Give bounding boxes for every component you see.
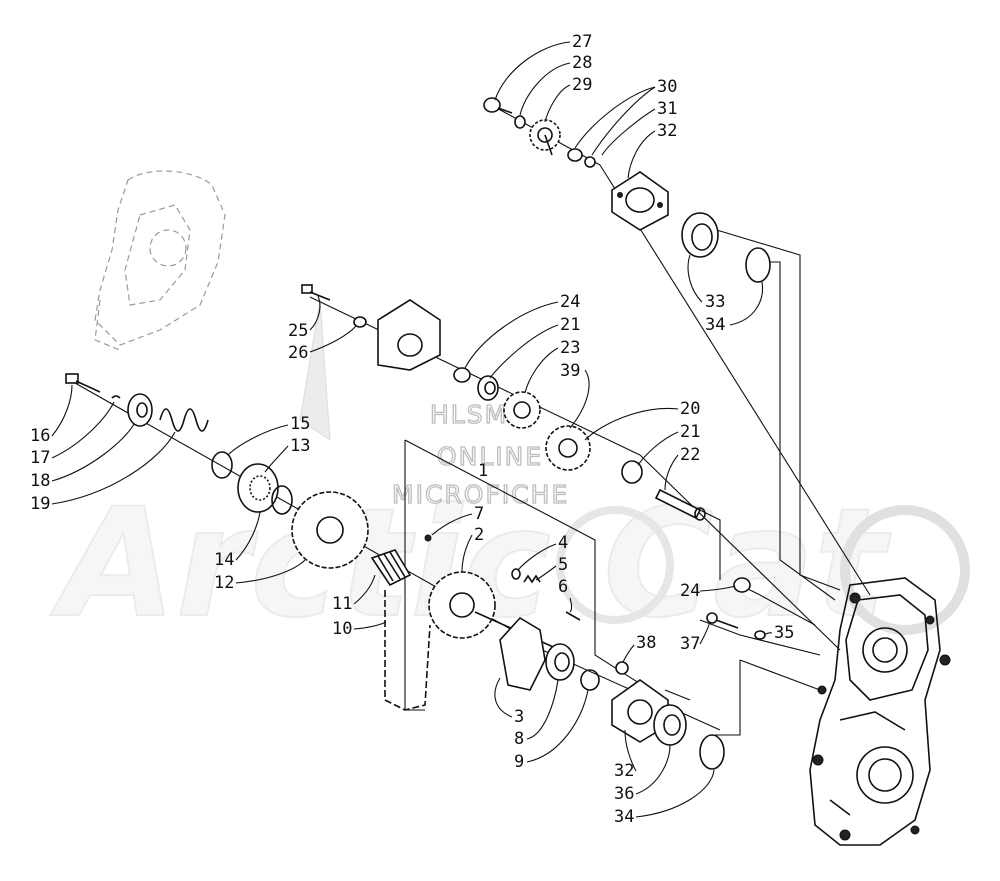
part-32-bearing-flange (611, 171, 669, 231)
callout-33: 33 (705, 292, 725, 312)
part-16-bolt (65, 373, 101, 393)
part-21-bushing-2 (621, 460, 643, 484)
callout-26: 26 (288, 343, 308, 363)
callout-24: 24 (560, 292, 580, 312)
part-24-washer (453, 367, 471, 383)
part-6-bolt (565, 611, 581, 621)
callout-12: 12 (214, 573, 234, 593)
part-23-sprocket (503, 391, 541, 429)
part-17-washer (111, 395, 121, 399)
ghost-chaincase-housing (94, 170, 226, 351)
part-10-chain (384, 590, 431, 711)
callout-20: 20 (680, 399, 700, 419)
callout-19: 19 (30, 494, 50, 514)
part-8-bearing (545, 643, 575, 681)
callout-9: 9 (514, 752, 524, 772)
gearcase-housing (809, 577, 951, 846)
callout-21: 21 (560, 315, 580, 335)
part-22-shaft (654, 488, 706, 521)
callout-8: 8 (514, 729, 524, 749)
callout-2: 2 (474, 525, 484, 545)
callout-17: 17 (30, 448, 50, 468)
part-25-bolt (301, 284, 331, 301)
callout-11: 11 (332, 594, 352, 614)
callout-39: 39 (560, 361, 580, 381)
callout-10: 10 (332, 619, 352, 639)
watermark-wheel (556, 506, 674, 624)
part-30-washer (567, 148, 583, 162)
part-12-sprocket (291, 491, 369, 569)
callout-6: 6 (558, 577, 568, 597)
callout-3: 3 (514, 707, 524, 727)
callout-23: 23 (560, 338, 580, 358)
callout-16: 16 (30, 426, 50, 446)
part-19-spring (159, 408, 209, 432)
watermark: Arctic Cat HLSMS ONLINE MICROFICHE (49, 299, 970, 652)
part-31-washer (584, 156, 596, 168)
callout-14: 14 (214, 550, 234, 570)
callout-29: 29 (572, 75, 592, 95)
part-28-washer (514, 115, 526, 129)
callout-7: 7 (474, 504, 484, 524)
callout-5: 5 (558, 555, 568, 575)
part-38-nut (615, 661, 629, 675)
callout-34: 34 (705, 315, 725, 335)
part-29-sprocket (529, 119, 561, 156)
callout-21b: 21 (680, 422, 700, 442)
callout-37: 37 (680, 634, 700, 654)
part-3-tensioner (499, 616, 546, 691)
callout-36: 36 (614, 784, 634, 804)
part-5-spring (523, 574, 541, 584)
callout-35: 35 (774, 623, 794, 643)
part-11-gear (370, 549, 412, 587)
callout-31: 31 (657, 99, 677, 119)
callouts: 27 28 29 30 31 32 33 34 24 21 23 39 25 2… (30, 32, 794, 827)
part-24-washer-2 (733, 577, 751, 593)
callout-34b: 34 (614, 807, 634, 827)
watermark-line-3: MICROFICHE (392, 480, 569, 509)
callout-15: 15 (290, 414, 310, 434)
callout-25: 25 (288, 321, 308, 341)
callout-32b: 32 (614, 761, 634, 781)
watermark-wheel (840, 505, 970, 635)
part-21-bushing (477, 375, 499, 401)
part-27-bolt (483, 97, 513, 114)
part-36-bearing (653, 704, 687, 746)
part-34-seal (745, 247, 771, 283)
callout-38: 38 (636, 633, 656, 653)
part-20-sprocket (545, 425, 591, 471)
watermark-line-2: ONLINE (437, 442, 543, 471)
part-33-bearing (681, 212, 719, 258)
callout-24b: 24 (680, 581, 700, 601)
bracket (377, 299, 441, 371)
part-14-snap-ring (271, 485, 293, 515)
part-15-snap-ring (211, 451, 233, 479)
part-34-seal-2 (699, 734, 725, 770)
part-37-bolt (706, 612, 739, 629)
callout-22: 22 (680, 445, 700, 465)
callout-18: 18 (30, 471, 50, 491)
callout-27: 27 (572, 32, 592, 52)
part-9-washer (580, 669, 600, 691)
part-18-washer (127, 393, 153, 427)
watermark-spire (299, 299, 331, 441)
callout-32: 32 (657, 121, 677, 141)
callout-13: 13 (290, 436, 310, 456)
callout-4: 4 (558, 533, 568, 553)
part-4-washer (511, 568, 521, 580)
callout-30: 30 (657, 77, 677, 97)
part-7-pin (424, 534, 432, 542)
callout-28: 28 (572, 53, 592, 73)
part-26-washer (353, 316, 367, 328)
callout-1: 1 (478, 461, 488, 481)
